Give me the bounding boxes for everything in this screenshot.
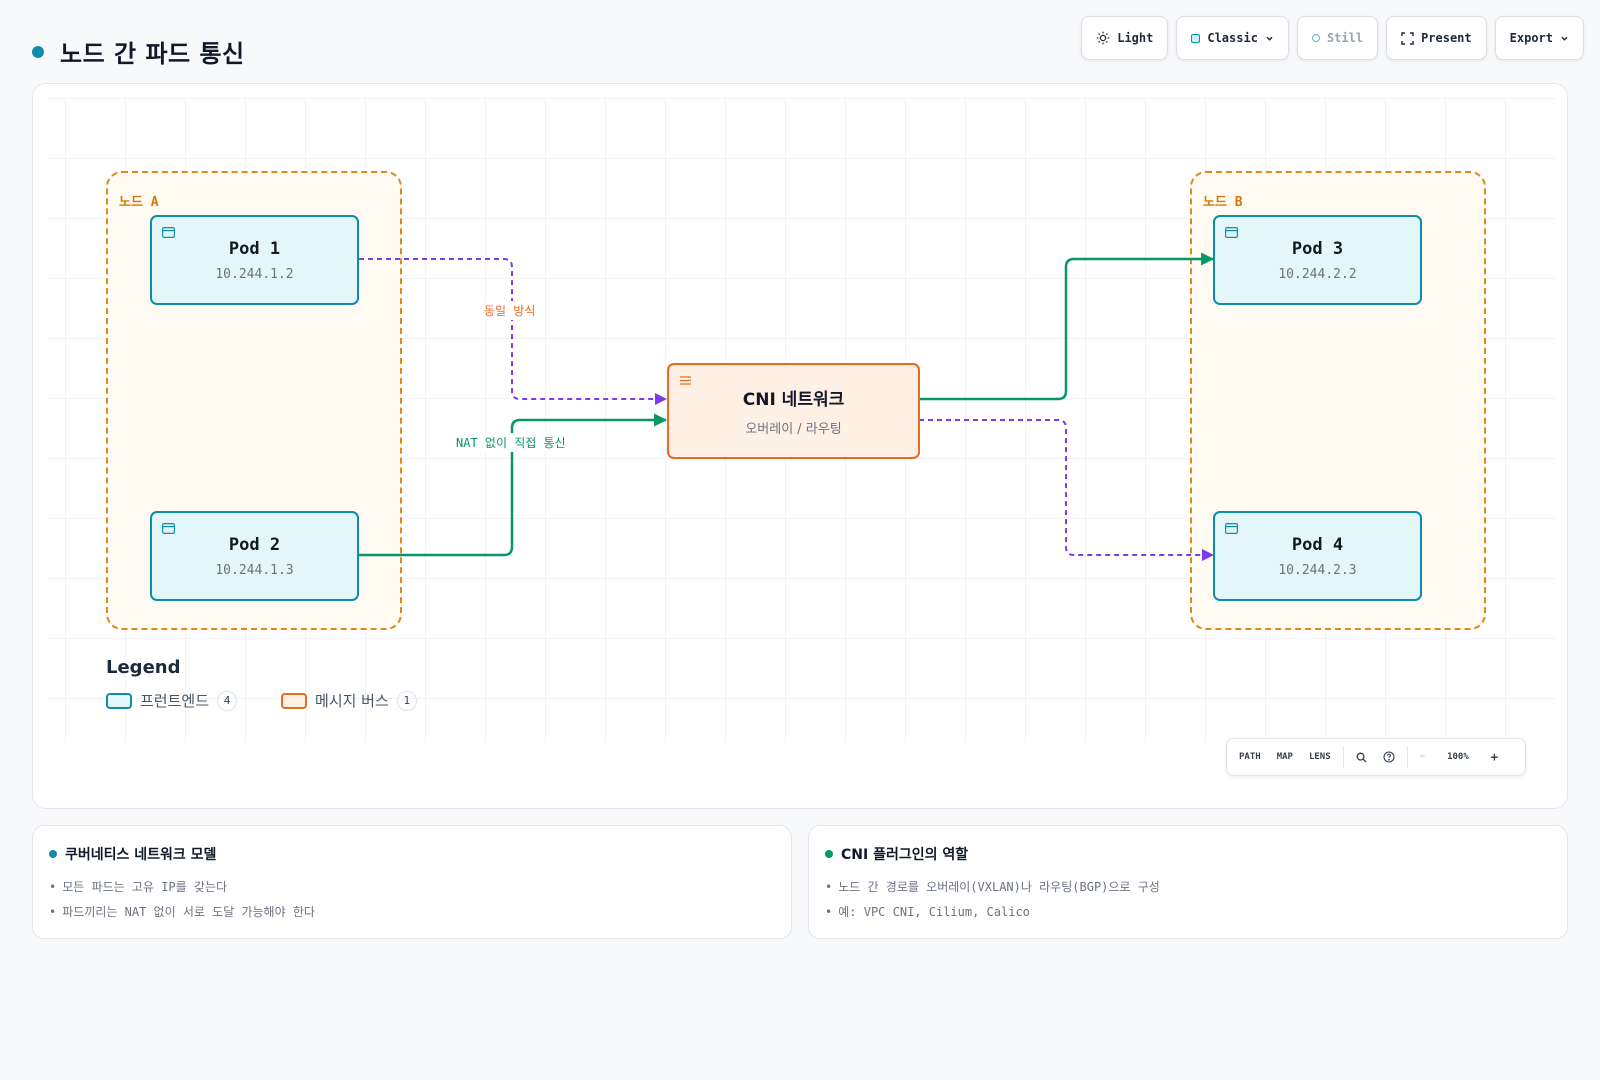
legend-swatch-frontend xyxy=(106,692,132,709)
card-title: 쿠버네티스 네트워크 모델 xyxy=(65,847,217,863)
menu-lines-icon xyxy=(680,376,691,385)
present-label: Present xyxy=(1421,31,1472,45)
pod-2-ip: 10.244.1.3 xyxy=(215,562,294,578)
fullscreen-icon xyxy=(1401,31,1414,45)
window-icon xyxy=(162,227,175,238)
map-toggle[interactable]: MAP xyxy=(1276,752,1293,762)
title-dot-icon xyxy=(32,45,44,58)
motion-label: Still xyxy=(1326,31,1364,45)
pod-4-ip: 10.244.2.3 xyxy=(1278,562,1357,578)
card-bullet: •모든 파드는 고유 IP를 갖는다 xyxy=(49,880,228,894)
legend-label-message-bus: 메시지 버스 xyxy=(315,692,389,710)
card-bullet: •노드 간 경로를 오버레이(VXLAN)나 라우팅(BGP)으로 구성 xyxy=(825,880,1160,894)
window-icon xyxy=(162,523,175,534)
page-header: 노드 간 파드 통신 xyxy=(32,34,245,69)
motion-toggle-button[interactable]: Still xyxy=(1296,16,1379,60)
info-card-k8s-network-model: 쿠버네티스 네트워크 모델 •모든 파드는 고유 IP를 갖는다 •파드끼리는 … xyxy=(32,825,792,939)
legend-count-message-bus: 1 xyxy=(396,690,417,711)
group-node-b-label: 노드 B xyxy=(1193,189,1253,212)
legend-swatch-message-bus xyxy=(281,692,308,709)
help-button[interactable] xyxy=(1375,739,1403,775)
pod-2-title: Pod 2 xyxy=(228,534,281,555)
pod-4-title: Pod 4 xyxy=(1291,534,1344,555)
edge-cni-to-pod3[interactable] xyxy=(919,252,1215,401)
group-node-a-label: 노드 A xyxy=(109,189,169,212)
edge-pod2-to-cni[interactable] xyxy=(359,413,668,557)
page-title: 노드 간 파드 통신 xyxy=(60,40,245,68)
chevron-down-icon xyxy=(1266,36,1273,41)
edge-pod1-to-cni[interactable] xyxy=(359,258,667,405)
lens-toggle[interactable]: LENS xyxy=(1308,752,1331,762)
pod-3-title: Pod 3 xyxy=(1291,238,1344,259)
controls-divider xyxy=(1342,746,1344,768)
zoom-level: 100% xyxy=(1447,752,1469,762)
cni-network-node[interactable]: CNI 네트워크 오버레이 / 라우팅 xyxy=(667,363,920,459)
help-icon xyxy=(1383,751,1395,763)
canvas-controls: PATH MAP LENS − 100% + xyxy=(1226,738,1526,776)
legend-count-frontend: 4 xyxy=(217,690,238,711)
export-button[interactable]: Export xyxy=(1494,16,1584,60)
edges-layer xyxy=(359,252,1215,561)
legend: Legend 프런트엔드 4 메시지 버스 1 xyxy=(106,657,417,711)
pod-1-node[interactable]: Pod 1 10.244.1.2 xyxy=(150,215,359,305)
window-icon xyxy=(1225,523,1238,534)
chevron-down-icon xyxy=(1561,36,1568,41)
theme-toggle-button[interactable]: Light xyxy=(1081,16,1169,60)
edge-label-direct-no-nat: NAT 없이 직접 통신 xyxy=(452,433,570,452)
style-label: Classic xyxy=(1207,31,1258,45)
cni-network-title: CNI 네트워크 xyxy=(742,390,845,410)
card-dot-icon xyxy=(825,850,833,858)
card-bullet: •예: VPC CNI, Cilium, Calico xyxy=(825,905,1030,919)
controls-divider xyxy=(1406,746,1408,768)
zoom-out-button[interactable]: − xyxy=(1419,752,1426,762)
card-dot-icon xyxy=(49,850,57,858)
export-label: Export xyxy=(1509,31,1553,45)
legend-item-frontend[interactable]: 프런트엔드 4 xyxy=(106,690,238,711)
pod-2-node[interactable]: Pod 2 10.244.1.3 xyxy=(150,511,359,601)
theme-label: Light xyxy=(1117,31,1154,45)
style-select-button[interactable]: Classic xyxy=(1176,16,1289,60)
window-icon xyxy=(1225,227,1238,238)
path-toggle[interactable]: PATH xyxy=(1239,752,1261,762)
search-button[interactable] xyxy=(1348,739,1375,775)
edge-cni-to-pod4[interactable] xyxy=(919,419,1214,561)
info-card-cni-plugin-role: CNI 플러그인의 역할 •노드 간 경로를 오버레이(VXLAN)나 라우팅(… xyxy=(808,825,1568,939)
card-bullet: •파드끼리는 NAT 없이 서로 도달 가능해야 한다 xyxy=(49,905,315,919)
pod-4-node[interactable]: Pod 4 10.244.2.3 xyxy=(1213,511,1422,601)
cni-network-subtitle: 오버레이 / 라우팅 xyxy=(745,422,842,437)
card-title: CNI 플러그인의 역할 xyxy=(841,847,969,863)
pod-3-node[interactable]: Pod 3 10.244.2.2 xyxy=(1213,215,1422,305)
diagram-canvas[interactable]: 노드 A 노드 B 동일 방식 NAT 없이 직접 통신 Pod 1 10.24… xyxy=(32,83,1568,809)
sun-icon xyxy=(1097,31,1110,45)
motion-circle-icon xyxy=(1311,34,1320,42)
legend-item-message-bus[interactable]: 메시지 버스 1 xyxy=(281,690,417,711)
pod-1-ip: 10.244.1.2 xyxy=(215,266,294,282)
pod-3-ip: 10.244.2.2 xyxy=(1278,266,1357,282)
toolbar: Light Classic Still Present Export xyxy=(1081,16,1584,60)
search-icon xyxy=(1356,752,1367,762)
legend-label-frontend: 프런트엔드 xyxy=(140,692,210,710)
present-button[interactable]: Present xyxy=(1386,16,1487,60)
edge-label-same-method: 동일 방식 xyxy=(480,301,540,320)
pod-1-title: Pod 1 xyxy=(228,238,281,259)
zoom-in-button[interactable]: + xyxy=(1490,750,1498,764)
legend-title: Legend xyxy=(106,657,181,678)
style-swatch-icon xyxy=(1191,33,1201,43)
